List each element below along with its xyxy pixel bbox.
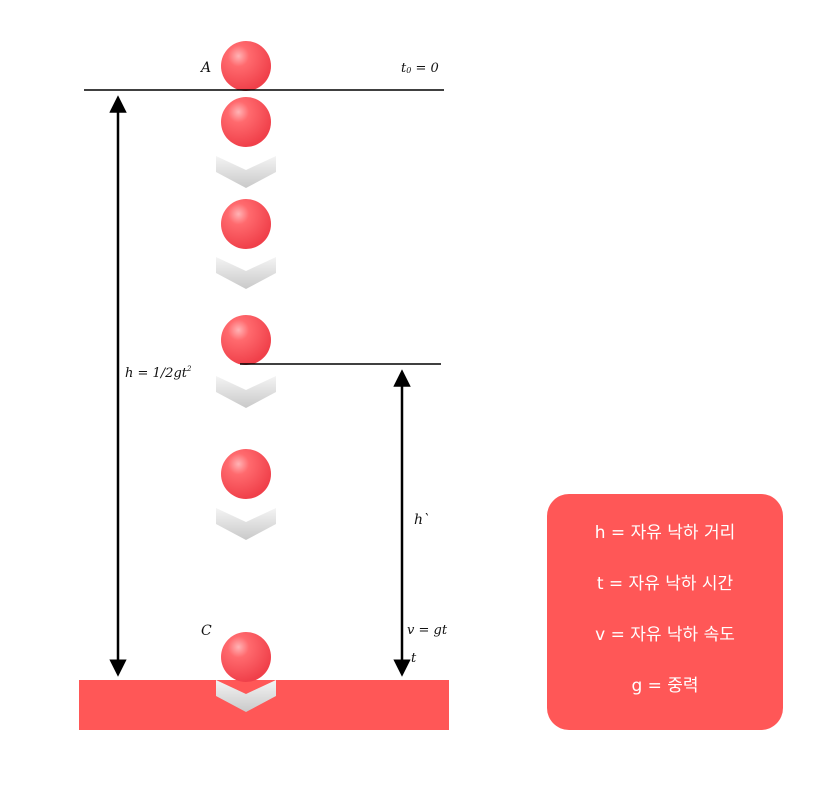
down-chevron-icon	[216, 156, 276, 188]
legend-item-distance: h = 자유 낙하 거리	[594, 523, 736, 543]
legend-item-time: t = 자유 낙하 시간	[596, 574, 734, 594]
ball	[221, 632, 271, 682]
down-chevron-icon	[216, 376, 276, 408]
point-c-label: C	[201, 623, 212, 639]
balls	[221, 41, 271, 682]
down-chevron-icon	[216, 257, 276, 289]
point-a-label: A	[199, 60, 211, 76]
ball	[221, 41, 271, 91]
h-prime-label: h`	[414, 512, 430, 528]
time-label: t	[411, 651, 417, 666]
legend-box: h = 자유 낙하 거리 t = 자유 낙하 시간 v = 자유 낙하 속도 g…	[547, 494, 783, 730]
ball	[221, 449, 271, 499]
legend-item-gravity: g = 중력	[631, 676, 699, 696]
initial-time-label: t0 = 0	[401, 61, 439, 76]
ball	[221, 97, 271, 147]
down-chevron-icon	[216, 680, 276, 712]
falling-arrows	[216, 156, 276, 712]
height-formula: h = 1/2gt2	[125, 365, 192, 381]
ball	[221, 315, 271, 365]
velocity-formula: v = gt	[407, 623, 448, 638]
down-chevron-icon	[216, 508, 276, 540]
legend-item-velocity: v = 자유 낙하 속도	[595, 625, 735, 645]
ball	[221, 199, 271, 249]
